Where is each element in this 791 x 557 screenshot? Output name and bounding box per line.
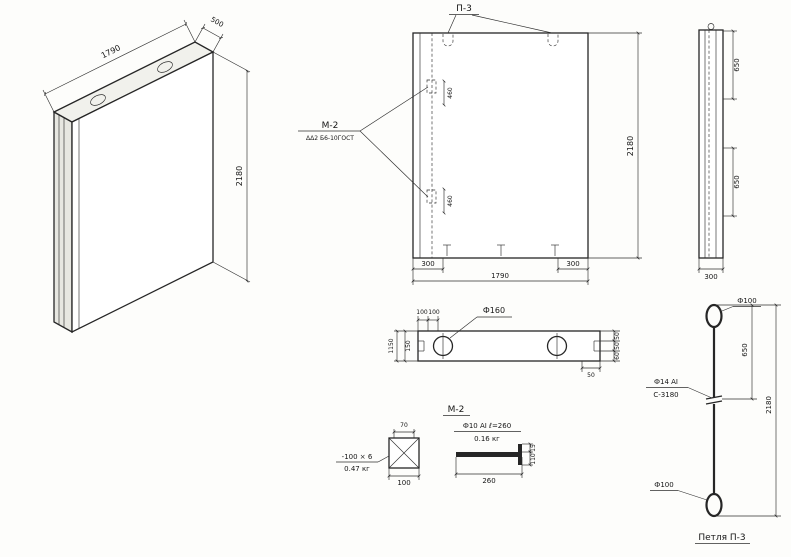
front-loop-callout-label: П-3 [456, 4, 472, 14]
section-dim-1150: 1150 [388, 338, 395, 353]
side-dim-top: 650 [733, 58, 741, 71]
section-linework [417, 330, 601, 362]
rebar-marks [443, 244, 559, 256]
p3-loop-detail: Ф100 Ф14 АI С-3180 Ф100 650 2180 Петля П… [646, 297, 781, 544]
section-dim-150: 150 [405, 340, 412, 352]
p3-callouts: Ф100 Ф14 АI С-3180 Ф100 [646, 297, 761, 501]
side-dimensions: 650 650 300 [697, 29, 741, 281]
p3-dia-top-label: Ф100 [737, 297, 756, 305]
front-dimensions: 460 460 300 300 1790 2180 [411, 31, 642, 285]
m2-plate-weight-label: 0.47 кг [344, 465, 370, 473]
horizontal-section-view: Ф160 100 100 150 1150 50 50 [388, 306, 621, 379]
iso-dim-height: 2180 [235, 166, 244, 186]
side-section-view: 650 650 300 [697, 23, 741, 281]
section-dim-r1: 50 [614, 332, 621, 340]
loop-callout: П-3 [447, 4, 553, 34]
p3-dim-total: 2180 [765, 396, 773, 414]
hole-callout: Ф160 [449, 306, 512, 339]
front-anchor-callout-label: М-2 [322, 121, 339, 131]
front-elevation-view: П-3 М-2 ΔΔ2 Б6-10ГОСТ 460 460 300 300 [298, 4, 642, 285]
p3-dimensions: 650 2180 [714, 303, 781, 518]
front-dim-right: 300 [566, 260, 579, 268]
front-dim-width: 1790 [491, 272, 509, 280]
m2-rod-elevation: Ф10 АI ℓ=260 0.16 кг 260 15 110 [454, 422, 537, 485]
side-dim-bottom: 300 [704, 273, 717, 281]
front-dim-embed-top: 460 [447, 87, 454, 99]
loop-linework [705, 303, 723, 518]
front-dim-embed-bottom: 460 [447, 195, 454, 207]
p3-rod-spec-label: Ф14 АI [654, 378, 678, 386]
p3-title: Петля П-3 [698, 533, 745, 543]
section-dim-r2: 50 [614, 342, 621, 350]
section-dim-b: 50 [587, 372, 595, 379]
side-dim-mid: 650 [733, 175, 741, 188]
p3-dia-bottom-label: Ф100 [654, 481, 673, 489]
isometric-view: 1790 500 2180 [42, 16, 251, 334]
p3-dim-upper: 650 [741, 343, 749, 356]
m2-rod-spec-label: Ф10 АI ℓ=260 [463, 422, 511, 430]
anchor-callout: М-2 ΔΔ2 Б6-10ГОСТ [298, 86, 429, 198]
section-dimensions: 100 100 150 1150 50 50 60 50 [388, 309, 621, 379]
m2-title: М-2 [448, 405, 465, 415]
m2-dim-top: 70 [400, 422, 408, 429]
p3-rod-series-label: С-3180 [653, 391, 678, 399]
m2-dim-r1: 15 [530, 444, 537, 452]
front-anchor-spec-label: ΔΔ2 Б6-10ГОСТ [306, 135, 354, 142]
m2-plate-size-label: -100 × 6 [342, 453, 373, 461]
front-dim-left: 300 [421, 260, 434, 268]
section-dim-r3: 60 [614, 352, 621, 360]
panel-linework [52, 41, 215, 334]
m2-dim-r2: 110 [530, 453, 537, 465]
iso-dim-depth: 500 [209, 16, 225, 29]
m2-dim-bottom: 100 [397, 479, 410, 487]
m2-rod-weight-label: 0.16 кг [474, 435, 500, 443]
section-dim-100b: 100 [428, 309, 440, 316]
front-dim-height: 2180 [626, 136, 635, 156]
m2-plate-plan: 70 100 -100 × 6 0.47 кг [336, 422, 421, 487]
section-hole-callout-label: Ф160 [483, 306, 505, 315]
m2-anchor-detail: М-2 70 100 -100 × 6 0.47 кг Ф10 АI ℓ=260… [336, 405, 537, 487]
section-dim-100a: 100 [416, 309, 428, 316]
front-linework [412, 32, 589, 259]
m2-dim-length: 260 [482, 477, 495, 485]
side-linework [698, 23, 724, 259]
